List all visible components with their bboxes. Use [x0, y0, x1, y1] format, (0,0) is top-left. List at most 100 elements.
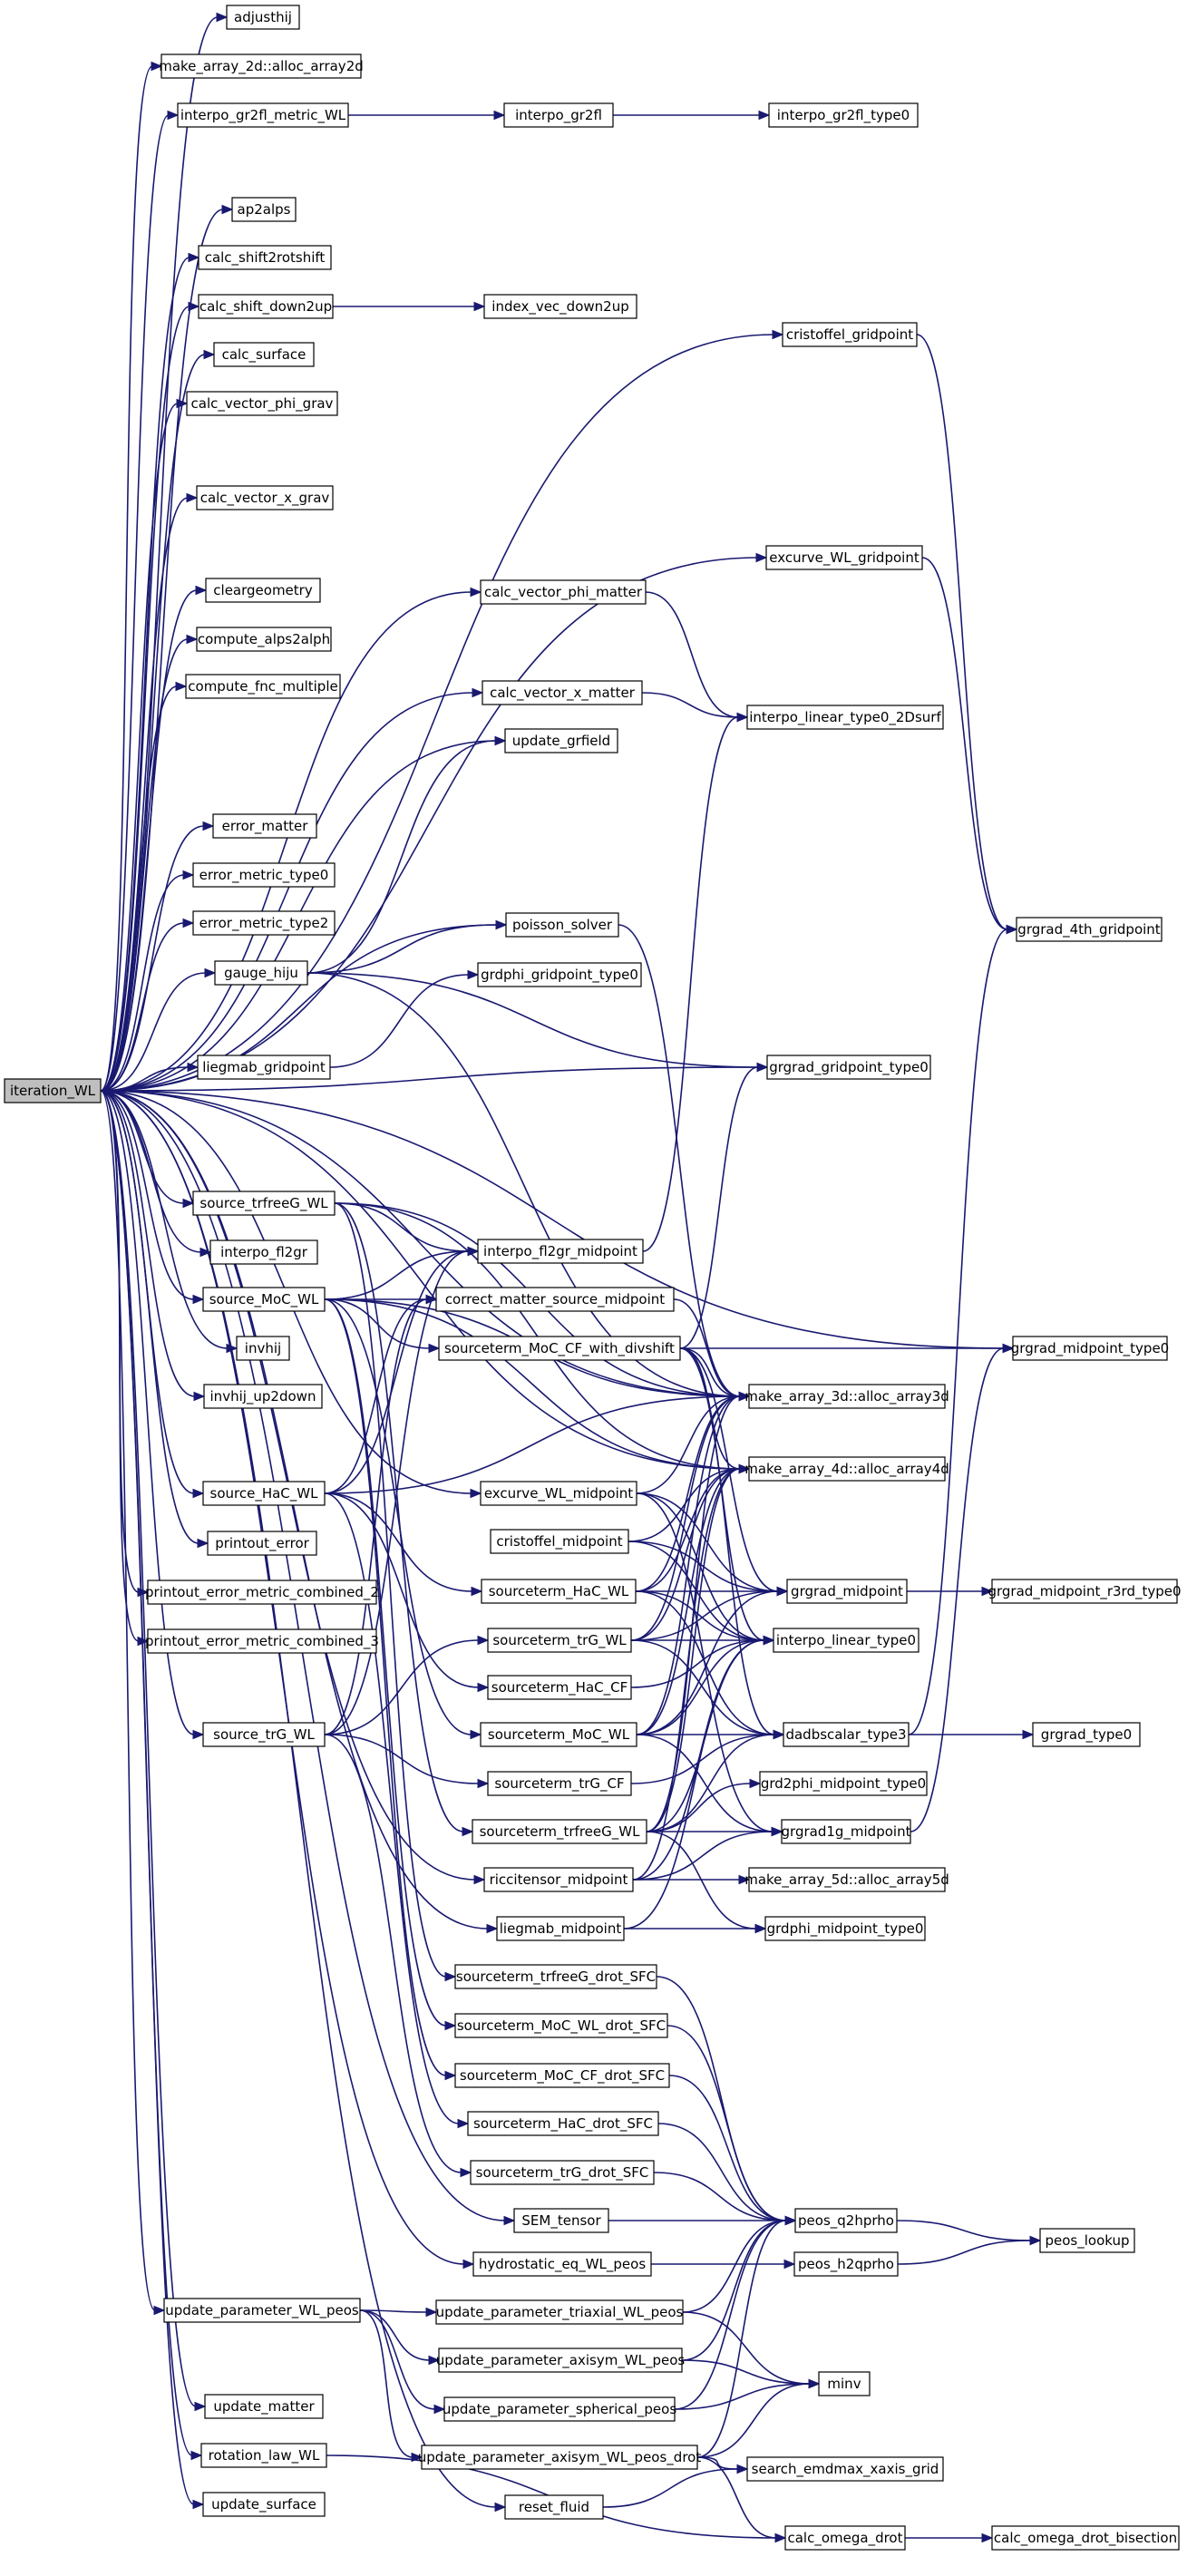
node-sourceterm_trG_CF[interactable]: sourceterm_trG_CF: [487, 1771, 632, 1796]
node-update_parameter_axisym_WL_peos[interactable]: update_parameter_axisym_WL_peos: [436, 2348, 686, 2373]
node-iteration_WL[interactable]: iteration_WL: [4, 1078, 102, 1103]
node-compute_fnc_multiple[interactable]: compute_fnc_multiple: [185, 674, 341, 699]
node-update_parameter_axisym_WL_peos_drot[interactable]: update_parameter_axisym_WL_peos_drot: [418, 2445, 702, 2470]
node-label: update_surface: [211, 2496, 316, 2513]
node-minv[interactable]: minv: [818, 2371, 871, 2396]
node-peos_lookup[interactable]: peos_lookup: [1039, 2228, 1135, 2253]
node-sourceterm_HaC_drot_SFC[interactable]: sourceterm_HaC_drot_SFC: [467, 2111, 659, 2136]
node-error_matter[interactable]: error_matter: [212, 813, 317, 839]
node-sourceterm_trG_drot_SFC[interactable]: sourceterm_trG_drot_SFC: [470, 2160, 655, 2185]
node-SEM_tensor[interactable]: SEM_tensor: [513, 2208, 609, 2233]
node-alloc_array2d[interactable]: make_array_2d::alloc_array2d: [159, 53, 364, 79]
node-label: interpo_linear_type0: [776, 1632, 916, 1649]
node-grgrad1g_midpoint[interactable]: grgrad1g_midpoint: [781, 1819, 911, 1844]
node-peos_q2hprho[interactable]: peos_q2hprho: [794, 2208, 898, 2233]
node-grgrad_4th_gridpoint[interactable]: grgrad_4th_gridpoint: [1016, 917, 1163, 942]
node-riccitensor_midpoint[interactable]: riccitensor_midpoint: [483, 1867, 634, 1892]
node-source_trG_WL[interactable]: source_trG_WL: [202, 1722, 326, 1747]
node-label: sourceterm_MoC_WL_drot_SFC: [457, 2017, 666, 2035]
node-rotation_law_WL[interactable]: rotation_law_WL: [200, 2443, 327, 2468]
node-update_parameter_spherical_peos[interactable]: update_parameter_spherical_peos: [443, 2396, 676, 2422]
node-alloc_array4d[interactable]: make_array_4d::alloc_array4d: [744, 1456, 949, 1482]
node-grdphi_gridpoint_type0[interactable]: grdphi_gridpoint_type0: [477, 962, 642, 987]
node-calc_shift_down2up[interactable]: calc_shift_down2up: [198, 294, 334, 319]
node-interpo_gr2fl[interactable]: interpo_gr2fl: [503, 102, 614, 128]
node-update_parameter_WL_peos[interactable]: update_parameter_WL_peos: [163, 2298, 361, 2323]
node-grd2phi_midpoint_type0[interactable]: grd2phi_midpoint_type0: [759, 1771, 928, 1796]
node-interpo_gr2fl_type0[interactable]: interpo_gr2fl_type0: [768, 102, 919, 128]
node-error_metric_type0[interactable]: error_metric_type0: [192, 862, 336, 888]
node-label: reset_fluid: [519, 2499, 589, 2516]
node-excurve_WL_gridpoint[interactable]: excurve_WL_gridpoint: [765, 545, 923, 570]
node-liegmab_midpoint[interactable]: liegmab_midpoint: [496, 1916, 625, 1941]
node-poisson_solver[interactable]: poisson_solver: [505, 912, 619, 938]
node-grdphi_midpoint_type0[interactable]: grdphi_midpoint_type0: [764, 1916, 926, 1941]
node-reset_fluid[interactable]: reset_fluid: [504, 2494, 604, 2520]
node-alloc_array3d[interactable]: make_array_3d::alloc_array3d: [744, 1384, 949, 1409]
node-interpo_linear_type0[interactable]: interpo_linear_type0: [773, 1628, 919, 1653]
node-printout_error[interactable]: printout_error: [207, 1531, 317, 1556]
node-sourceterm_MoC_CF_with_divshift[interactable]: sourceterm_MoC_CF_with_divshift: [438, 1336, 681, 1361]
node-cleargeometry[interactable]: cleargeometry: [205, 578, 321, 603]
node-calc_omega_drot_bisection[interactable]: calc_omega_drot_bisection: [991, 2525, 1180, 2551]
node-sourceterm_trfreeG_WL[interactable]: sourceterm_trfreeG_WL: [472, 1819, 647, 1844]
node-sourceterm_MoC_WL_drot_SFC[interactable]: sourceterm_MoC_WL_drot_SFC: [454, 2013, 668, 2038]
node-calc_omega_drot[interactable]: calc_omega_drot: [784, 2525, 906, 2551]
node-correct_matter_source_midpoint[interactable]: correct_matter_source_midpoint: [435, 1287, 675, 1312]
node-update_grfield[interactable]: update_grfield: [504, 728, 618, 753]
node-cristoffel_midpoint[interactable]: cristoffel_midpoint: [490, 1529, 629, 1554]
node-invhij_up2down[interactable]: invhij_up2down: [203, 1384, 323, 1409]
node-ap2alps[interactable]: ap2alps: [231, 197, 297, 222]
node-sourceterm_trG_WL[interactable]: sourceterm_trG_WL: [487, 1628, 632, 1653]
node-printout_error_metric_combined_2[interactable]: printout_error_metric_combined_2: [145, 1580, 379, 1605]
node-compute_alps2alph[interactable]: compute_alps2alph: [196, 627, 332, 652]
node-label: printout_error_metric_combined_3: [145, 1633, 379, 1650]
node-source_MoC_WL[interactable]: source_MoC_WL: [202, 1287, 326, 1312]
node-label: search_emdmax_xaxis_grid: [752, 2461, 939, 2478]
node-invhij[interactable]: invhij: [236, 1336, 290, 1361]
node-interpo_fl2gr_midpoint[interactable]: interpo_fl2gr_midpoint: [477, 1239, 644, 1264]
node-hydrostatic_eq_WL_peos[interactable]: hydrostatic_eq_WL_peos: [472, 2251, 652, 2277]
edge-iteration_WL-to-compute_fnc_multiple: [100, 681, 188, 1092]
node-update_parameter_triaxial_WL_peos[interactable]: update_parameter_triaxial_WL_peos: [435, 2299, 684, 2325]
node-adjusthij[interactable]: adjusthij: [226, 5, 300, 30]
node-alloc_array5d[interactable]: make_array_5d::alloc_array5d: [744, 1867, 949, 1892]
node-sourceterm_MoC_CF_drot_SFC[interactable]: sourceterm_MoC_CF_drot_SFC: [454, 2063, 670, 2088]
node-calc_surface[interactable]: calc_surface: [213, 342, 315, 367]
node-calc_shift2rotshift[interactable]: calc_shift2rotshift: [198, 245, 332, 270]
node-label: peos_q2hprho: [798, 2212, 894, 2230]
node-dadbscalar_type3[interactable]: dadbscalar_type3: [783, 1722, 910, 1747]
edge-sourceterm_trG_drot_SFC-to-peos_q2hprho: [653, 2172, 797, 2226]
node-calc_vector_x_grav[interactable]: calc_vector_x_grav: [196, 485, 334, 510]
edge-iteration_WL-to-cristoffel_gridpoint: [100, 329, 784, 1092]
node-label: source_trfreeG_WL: [199, 1195, 328, 1212]
node-search_emdmax_xaxis_grid[interactable]: search_emdmax_xaxis_grid: [746, 2456, 944, 2482]
node-interpo_gr2fl_metric_WL[interactable]: interpo_gr2fl_metric_WL: [177, 102, 349, 128]
node-error_metric_type2[interactable]: error_metric_type2: [192, 910, 336, 936]
node-sourceterm_trfreeG_drot_SFC[interactable]: sourceterm_trfreeG_drot_SFC: [454, 1964, 657, 1989]
node-grgrad_midpoint[interactable]: grgrad_midpoint: [786, 1579, 908, 1604]
node-update_matter[interactable]: update_matter: [204, 2394, 324, 2419]
node-calc_vector_phi_grav[interactable]: calc_vector_phi_grav: [186, 391, 338, 416]
node-grgrad_midpoint_r3rd_type0[interactable]: grgrad_midpoint_r3rd_type0: [988, 1579, 1182, 1604]
node-grgrad_type0[interactable]: grgrad_type0: [1032, 1722, 1141, 1747]
node-sourceterm_MoC_WL[interactable]: sourceterm_MoC_WL: [480, 1722, 637, 1747]
node-calc_vector_x_matter[interactable]: calc_vector_x_matter: [482, 680, 643, 705]
node-interpo_fl2gr[interactable]: interpo_fl2gr: [209, 1239, 318, 1265]
node-sourceterm_HaC_WL[interactable]: sourceterm_HaC_WL: [481, 1579, 637, 1604]
node-source_HaC_WL[interactable]: source_HaC_WL: [202, 1481, 326, 1506]
node-sourceterm_HaC_CF[interactable]: sourceterm_HaC_CF: [487, 1675, 632, 1700]
node-excurve_WL_midpoint[interactable]: excurve_WL_midpoint: [480, 1481, 637, 1506]
node-gauge_hiju[interactable]: gauge_hiju: [214, 960, 308, 986]
node-update_surface[interactable]: update_surface: [202, 2492, 326, 2517]
node-liegmab_gridpoint[interactable]: liegmab_gridpoint: [197, 1055, 331, 1080]
node-interpo_linear_type0_2Dsurf[interactable]: interpo_linear_type0_2Dsurf: [746, 705, 944, 730]
node-cristoffel_gridpoint[interactable]: cristoffel_gridpoint: [782, 322, 918, 347]
node-grgrad_midpoint_type0[interactable]: grgrad_midpoint_type0: [1011, 1336, 1169, 1361]
node-calc_vector_phi_matter[interactable]: calc_vector_phi_matter: [480, 579, 647, 605]
node-index_vec_down2up[interactable]: index_vec_down2up: [483, 294, 637, 319]
node-printout_error_metric_combined_3[interactable]: printout_error_metric_combined_3: [145, 1628, 379, 1654]
node-source_trfreeG_WL[interactable]: source_trfreeG_WL: [192, 1191, 336, 1216]
node-grgrad_gridpoint_type0[interactable]: grgrad_gridpoint_type0: [766, 1055, 931, 1080]
node-peos_h2qprho[interactable]: peos_h2qprho: [793, 2251, 899, 2277]
